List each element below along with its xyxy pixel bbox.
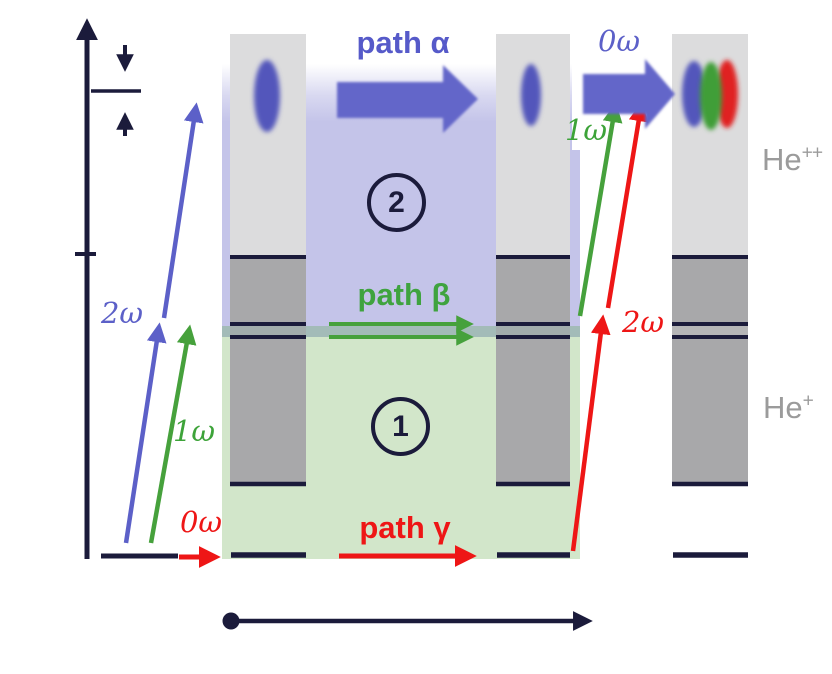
label-0w-top: 0ω: [597, 24, 641, 58]
path-alpha-label: path α: [356, 25, 450, 60]
photon-1w-arrow-right: [577, 102, 623, 317]
he-plus-sup: +: [802, 390, 814, 412]
wavepacket-col3-blue: [682, 61, 706, 127]
excited-band-strip: [672, 324, 748, 337]
level-column-2: [496, 34, 570, 484]
path-beta-label: path β: [357, 277, 451, 312]
label-2w-right: 2ω: [621, 305, 665, 339]
he-plus-plus-label: He++: [762, 142, 823, 178]
gray-band-lower: [496, 337, 570, 484]
photon-2w-arrow-upper: [161, 102, 204, 319]
photon-2w-arrow-lower: [123, 322, 167, 544]
wavepacket-col3-red: [716, 60, 738, 128]
label-1w-right: 1ω: [564, 113, 608, 147]
he-plus-label: He+: [763, 390, 814, 426]
he-plus-base: He: [763, 390, 803, 425]
excited-band-strip: [230, 324, 306, 337]
band-overlap-strip: [222, 326, 580, 337]
level-lines: [230, 255, 748, 487]
gray-band-upper: [672, 257, 748, 324]
label-2w-left: 2ω: [100, 296, 144, 330]
zero-w-fat-arrow: [583, 59, 675, 129]
wavepacket-col3-green: [700, 62, 722, 130]
path-gamma-label: path γ: [359, 510, 451, 545]
step-1-badge: 1: [371, 397, 430, 456]
gray-band-lower: [230, 337, 306, 484]
gray-band-lower: [672, 337, 748, 484]
level-column-1: [230, 34, 306, 484]
excited-band-strip: [496, 324, 570, 337]
he-plus-plus-sup: ++: [801, 142, 823, 164]
he-plus-plus-base: He: [762, 142, 802, 177]
photon-2w-arrow-right-lower: [570, 314, 611, 552]
step-1-number: 1: [392, 409, 409, 443]
gray-band-upper: [230, 257, 306, 324]
path-alpha-fat-arrow: [337, 65, 478, 133]
step-2-number: 2: [388, 185, 405, 219]
label-0w-left: 0ω: [179, 505, 223, 539]
wavepacket-col2: [521, 64, 541, 126]
label-1w-left: 1ω: [172, 414, 216, 448]
gray-band-upper: [496, 257, 570, 324]
photon-1w-arrow-left: [148, 324, 197, 544]
step-2-badge: 2: [367, 173, 426, 232]
photon-2w-arrow-right-upper: [605, 101, 649, 309]
level-column-3: [672, 34, 748, 484]
wavepacket-col1: [254, 60, 280, 132]
